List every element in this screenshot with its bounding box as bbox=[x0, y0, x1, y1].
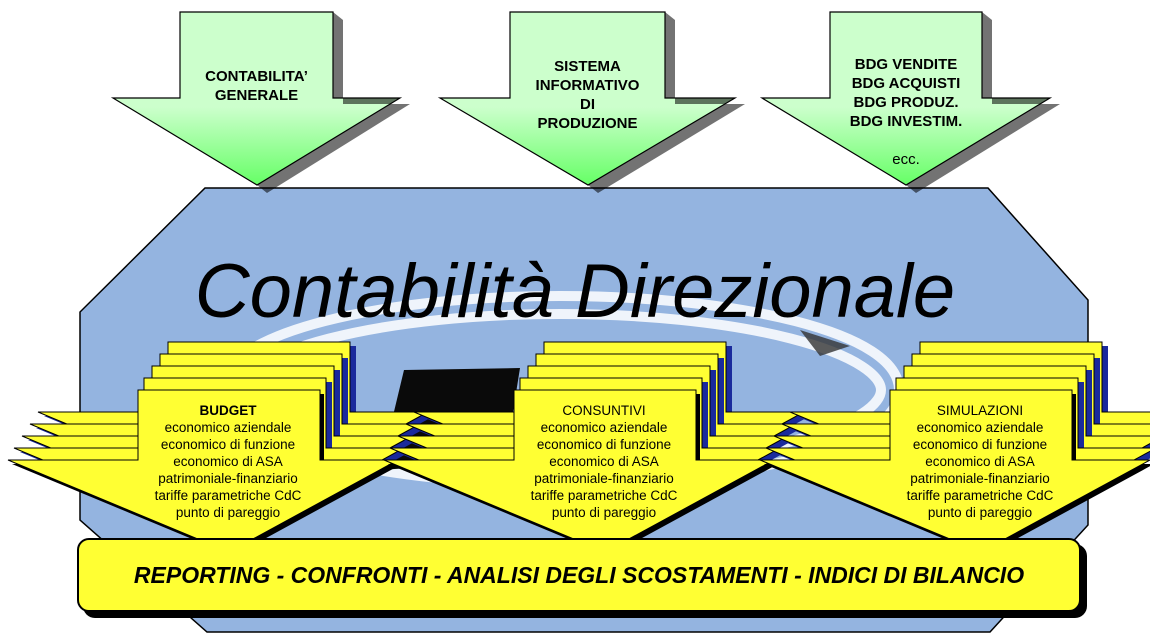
output-item: patrimoniale-finanziario bbox=[910, 471, 1050, 486]
output-stack-simulazioni bbox=[759, 341, 1150, 556]
output-item: patrimoniale-finanziario bbox=[158, 471, 298, 486]
output-item: punto di pareggio bbox=[927, 505, 1033, 520]
output-item: economico di funzione bbox=[160, 437, 296, 452]
main-title: Contabilità Direzionale bbox=[194, 249, 956, 334]
output-heading: SIMULAZIONI bbox=[936, 403, 1024, 418]
output-item: tariffe parametriche CdC bbox=[154, 488, 302, 503]
output-item: economico di funzione bbox=[536, 437, 672, 452]
output-item: economico aziendale bbox=[540, 420, 668, 435]
input-label-lines: CONTABILITA’ GENERALE bbox=[205, 68, 308, 104]
reporting-banner-text: REPORTING - CONFRONTI - ANALISI DEGLI SC… bbox=[133, 562, 1025, 588]
output-item: economico di ASA bbox=[925, 454, 1035, 469]
output-item: patrimoniale-finanziario bbox=[534, 471, 674, 486]
input-label-lines: BDG VENDITE BDG ACQUISTI BDG PRODUZ. BDG… bbox=[849, 56, 963, 130]
output-text-simulazioni: SIMULAZIONI economico aziendale economic… bbox=[880, 402, 1080, 521]
output-item: economico aziendale bbox=[916, 420, 1044, 435]
output-arrow-front bbox=[383, 389, 775, 553]
output-item: punto di pareggio bbox=[175, 505, 281, 520]
input-label-sistema-informativo: SISTEMA INFORMATIVO DI PRODUZIONE bbox=[510, 38, 665, 133]
output-item: economico aziendale bbox=[164, 420, 292, 435]
input-label-contabilita-generale: CONTABILITA’ GENERALE bbox=[180, 48, 333, 105]
output-item: economico di funzione bbox=[912, 437, 1048, 452]
output-stack-consuntivi bbox=[383, 341, 810, 556]
output-stack-budget bbox=[7, 341, 434, 556]
output-item: punto di pareggio bbox=[551, 505, 657, 520]
output-item: economico di ASA bbox=[173, 454, 283, 469]
input-label-sub: ecc. bbox=[892, 151, 920, 168]
input-label-lines: SISTEMA INFORMATIVO DI PRODUZIONE bbox=[535, 58, 640, 132]
output-text-budget: BUDGET economico aziendale economico di … bbox=[128, 402, 328, 521]
input-arrow-sistema-informativo bbox=[437, 11, 745, 193]
output-arrow-front bbox=[759, 389, 1150, 553]
output-text-consuntivi: CONSUNTIVI economico aziendale economico… bbox=[504, 402, 704, 521]
input-arrow-contabilita-generale bbox=[110, 11, 410, 193]
input-label-budget: BDG VENDITE BDG ACQUISTI BDG PRODUZ. BDG… bbox=[822, 36, 990, 169]
output-item: tariffe parametriche CdC bbox=[906, 488, 1054, 503]
output-item: economico di ASA bbox=[549, 454, 659, 469]
output-item: tariffe parametriche CdC bbox=[530, 488, 678, 503]
output-heading: CONSUNTIVI bbox=[562, 403, 646, 418]
reporting-banner bbox=[77, 538, 1081, 612]
output-heading: BUDGET bbox=[199, 403, 257, 418]
output-arrow-front bbox=[7, 389, 399, 553]
input-arrow-budget bbox=[759, 11, 1060, 193]
